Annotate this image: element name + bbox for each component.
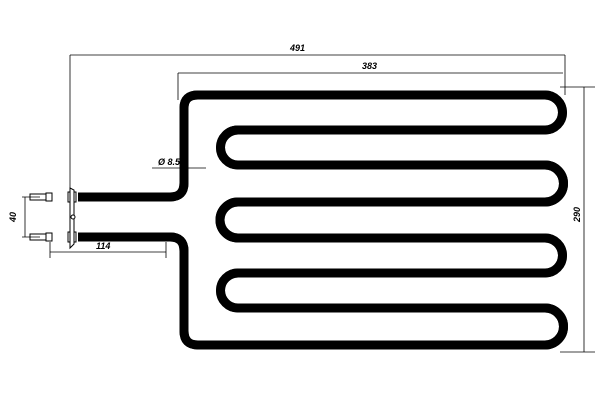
dimension-lines [22, 54, 595, 353]
dim-terminal-spacing: 40 [8, 212, 18, 223]
heating-tube [78, 90, 564, 350]
dim-terminal-length: 114 [96, 241, 110, 251]
dim-height: 290 [572, 207, 582, 223]
dim-overall-length: 491 [289, 43, 305, 53]
dim-tube-diameter: Ø 8.5 [158, 157, 181, 167]
dim-loop-length: 383 [362, 61, 377, 71]
